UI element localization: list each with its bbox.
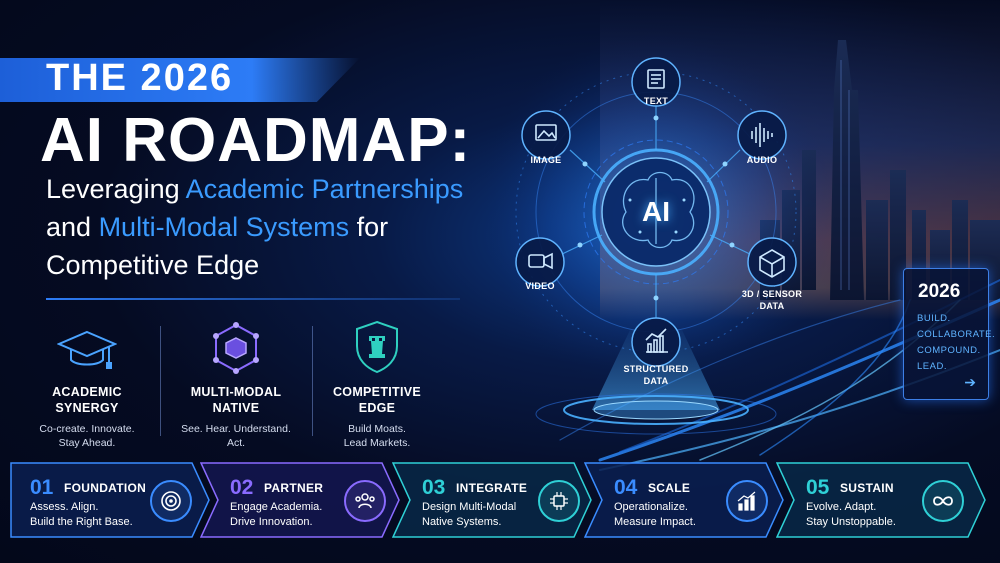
step-title: INTEGRATE [456, 481, 528, 495]
hub-center-label: AI [642, 196, 670, 227]
step-desc-2: Stay Unstoppable. [806, 516, 896, 528]
pillar-heading-1: ACADEMIC [52, 385, 122, 399]
step-desc: Evolve. Adapt. Stay Unstoppable. [806, 500, 936, 530]
step-sustain: 05 SUSTAIN Evolve. Adapt. Stay Unstoppabl… [776, 462, 986, 538]
step-number: 02 [230, 476, 254, 499]
pillar-desc-2: Act. [226, 437, 246, 449]
step-desc-2: Build the Right Base. [30, 516, 133, 528]
step-title: SUSTAIN [840, 481, 894, 495]
step-partner: 02 PARTNER Engage Academia. Drive Innovat… [200, 462, 400, 538]
step-desc-2: Drive Innovation. [230, 516, 313, 528]
graduation-cap-icon [57, 330, 117, 369]
subtitle-line-1: Leveraging Academic Partnerships [46, 174, 464, 204]
node-structured-label-1: STRUCTURED [623, 364, 689, 374]
title-main: AI ROADMAP: [40, 106, 472, 175]
sign-line: COMPOUND. [917, 345, 981, 356]
node-image-label: IMAGE [530, 155, 562, 165]
subtitle-line-3: Competitive Edge [46, 250, 260, 280]
node-image-circle [521, 110, 571, 160]
step-title: FOUNDATION [64, 481, 147, 495]
node-sensor-label: 3D / SENSOR DATA [730, 288, 814, 312]
step-desc-1: Assess. Align. [30, 501, 99, 513]
roadmap-sign: 2026 BUILD. COLLABORATE. COMPOUND. LEAD.… [903, 268, 995, 400]
pillar-heading-1: MULTI-MODAL [190, 385, 282, 399]
pillar-desc-1: Build Moats. [348, 423, 406, 435]
step-desc-1: Operationalize. [614, 501, 688, 513]
pillar-desc-2: Lead Markets. [343, 437, 411, 449]
chip-icon [538, 480, 580, 522]
title-divider [46, 298, 460, 300]
step-desc-1: Engage Academia. [230, 501, 323, 513]
step-number: 01 [30, 476, 54, 499]
node-video-label: VIDEO [525, 281, 555, 291]
infinity-icon [922, 480, 964, 522]
bar-chart-icon [645, 328, 668, 353]
pillar-desc-1: Co-create. Innovate. [39, 423, 135, 435]
pillar-multi-modal-native: MULTI-MODAL NATIVE See. Hear. Understand.… [171, 320, 301, 450]
node-video-circle [515, 237, 565, 287]
node-icons [528, 69, 785, 353]
step-desc-1: Design Multi-Modal [422, 501, 517, 513]
audio-wave-icon [751, 123, 773, 147]
step-desc-2: Measure Impact. [614, 516, 696, 528]
step-scale: 04 SCALE Operationalize. Measure Impact. [584, 462, 784, 538]
node-sensor-circle [747, 237, 797, 287]
pillar-desc-2: Stay Ahead. [58, 437, 116, 449]
sign-line: LEAD. [917, 361, 947, 372]
sign-year: 2026 [918, 281, 961, 302]
step-title: SCALE [648, 481, 691, 495]
node-structured-label-2: DATA [643, 376, 669, 386]
pillar-competitive-edge: COMPETITIVE EDGE Build Moats. Lead Markets… [312, 320, 442, 450]
shield-rook-icon [356, 320, 398, 374]
text-doc-icon [647, 69, 665, 89]
step-desc-1: Evolve. Adapt. [806, 501, 877, 513]
step-number: 03 [422, 476, 446, 499]
node-text-label: TEXT [643, 96, 669, 106]
pillar-separator [160, 326, 161, 436]
node-audio-label: AUDIO [746, 155, 778, 165]
pillar-separator [312, 326, 313, 436]
step-desc-2: Native Systems. [422, 516, 502, 528]
pillar-desc-1: See. Hear. Understand. [181, 423, 291, 435]
people-icon [344, 480, 386, 522]
node-audio-circle [737, 110, 787, 160]
image-icon [535, 124, 557, 141]
node-structured-circle [631, 317, 681, 367]
step-desc: Operationalize. Measure Impact. [614, 500, 744, 530]
title-banner [0, 58, 360, 102]
title-kicker: THE 2026 [46, 57, 234, 99]
pillar-heading-2: SYNERGY [55, 401, 119, 415]
cube-icon [759, 249, 785, 278]
pillar-heading-1: COMPETITIVE [332, 385, 422, 399]
step-panel [584, 462, 784, 538]
step-desc: Assess. Align. Build the Right Base. [30, 500, 160, 530]
step-foundation: 01 FOUNDATION Assess. Align. Build the Ri… [10, 462, 210, 538]
step-panel [200, 462, 400, 538]
network-cube-icon [213, 322, 259, 374]
pillar-heading-2: NATIVE [212, 401, 260, 415]
step-number: 04 [614, 476, 638, 499]
step-desc: Engage Academia. Drive Innovation. [230, 500, 360, 530]
growth-chart-icon [726, 480, 768, 522]
sign-line: COLLABORATE. [917, 329, 996, 340]
node-structured-label: STRUCTURED DATA [614, 363, 698, 387]
node-text-circle [631, 57, 681, 107]
arrow-right-icon: ➔ [964, 374, 976, 390]
node-sensor-label-2: DATA [759, 301, 785, 311]
pillar-heading-2: EDGE [358, 401, 396, 415]
step-title: PARTNER [264, 481, 324, 495]
pillar-academic-synergy: ACADEMIC SYNERGY Co-create. Innovate. Stay… [22, 320, 152, 450]
sign-line: BUILD. [917, 313, 951, 324]
node-sensor-label-1: 3D / SENSOR [741, 289, 803, 299]
step-number: 05 [806, 476, 830, 499]
step-panel [392, 462, 592, 538]
subtitle-line-2: and Multi-Modal Systems for [46, 212, 389, 242]
brain-icon [622, 171, 695, 249]
target-icon [150, 480, 192, 522]
